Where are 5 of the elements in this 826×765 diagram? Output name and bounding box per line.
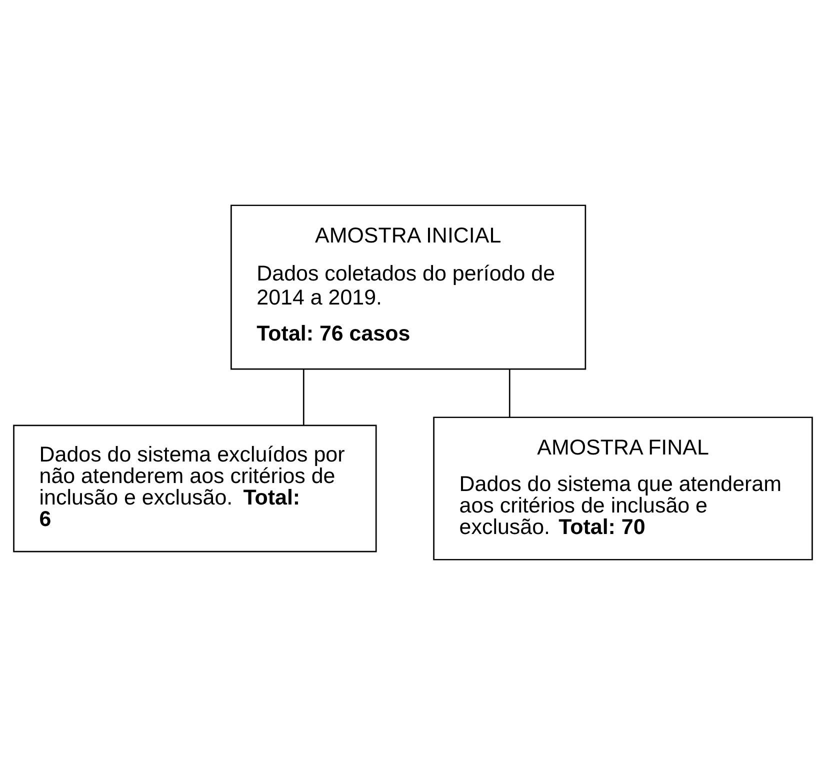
node-box: AMOSTRA INICIAL Dados coletados do período de 2014 a 2019. Total: 76 casos — [230, 204, 586, 370]
connector — [302, 369, 304, 426]
node-box: Dados do sistema excluídos por não atenderem aos critérios de inclusão e exclusão. Total: 6 — [13, 424, 377, 552]
node-box: AMOSTRA FINAL Dados do sistema que atenderam aos critérios de inclusão e exclusão. Total: 70 — [433, 416, 813, 560]
connector — [508, 369, 510, 418]
